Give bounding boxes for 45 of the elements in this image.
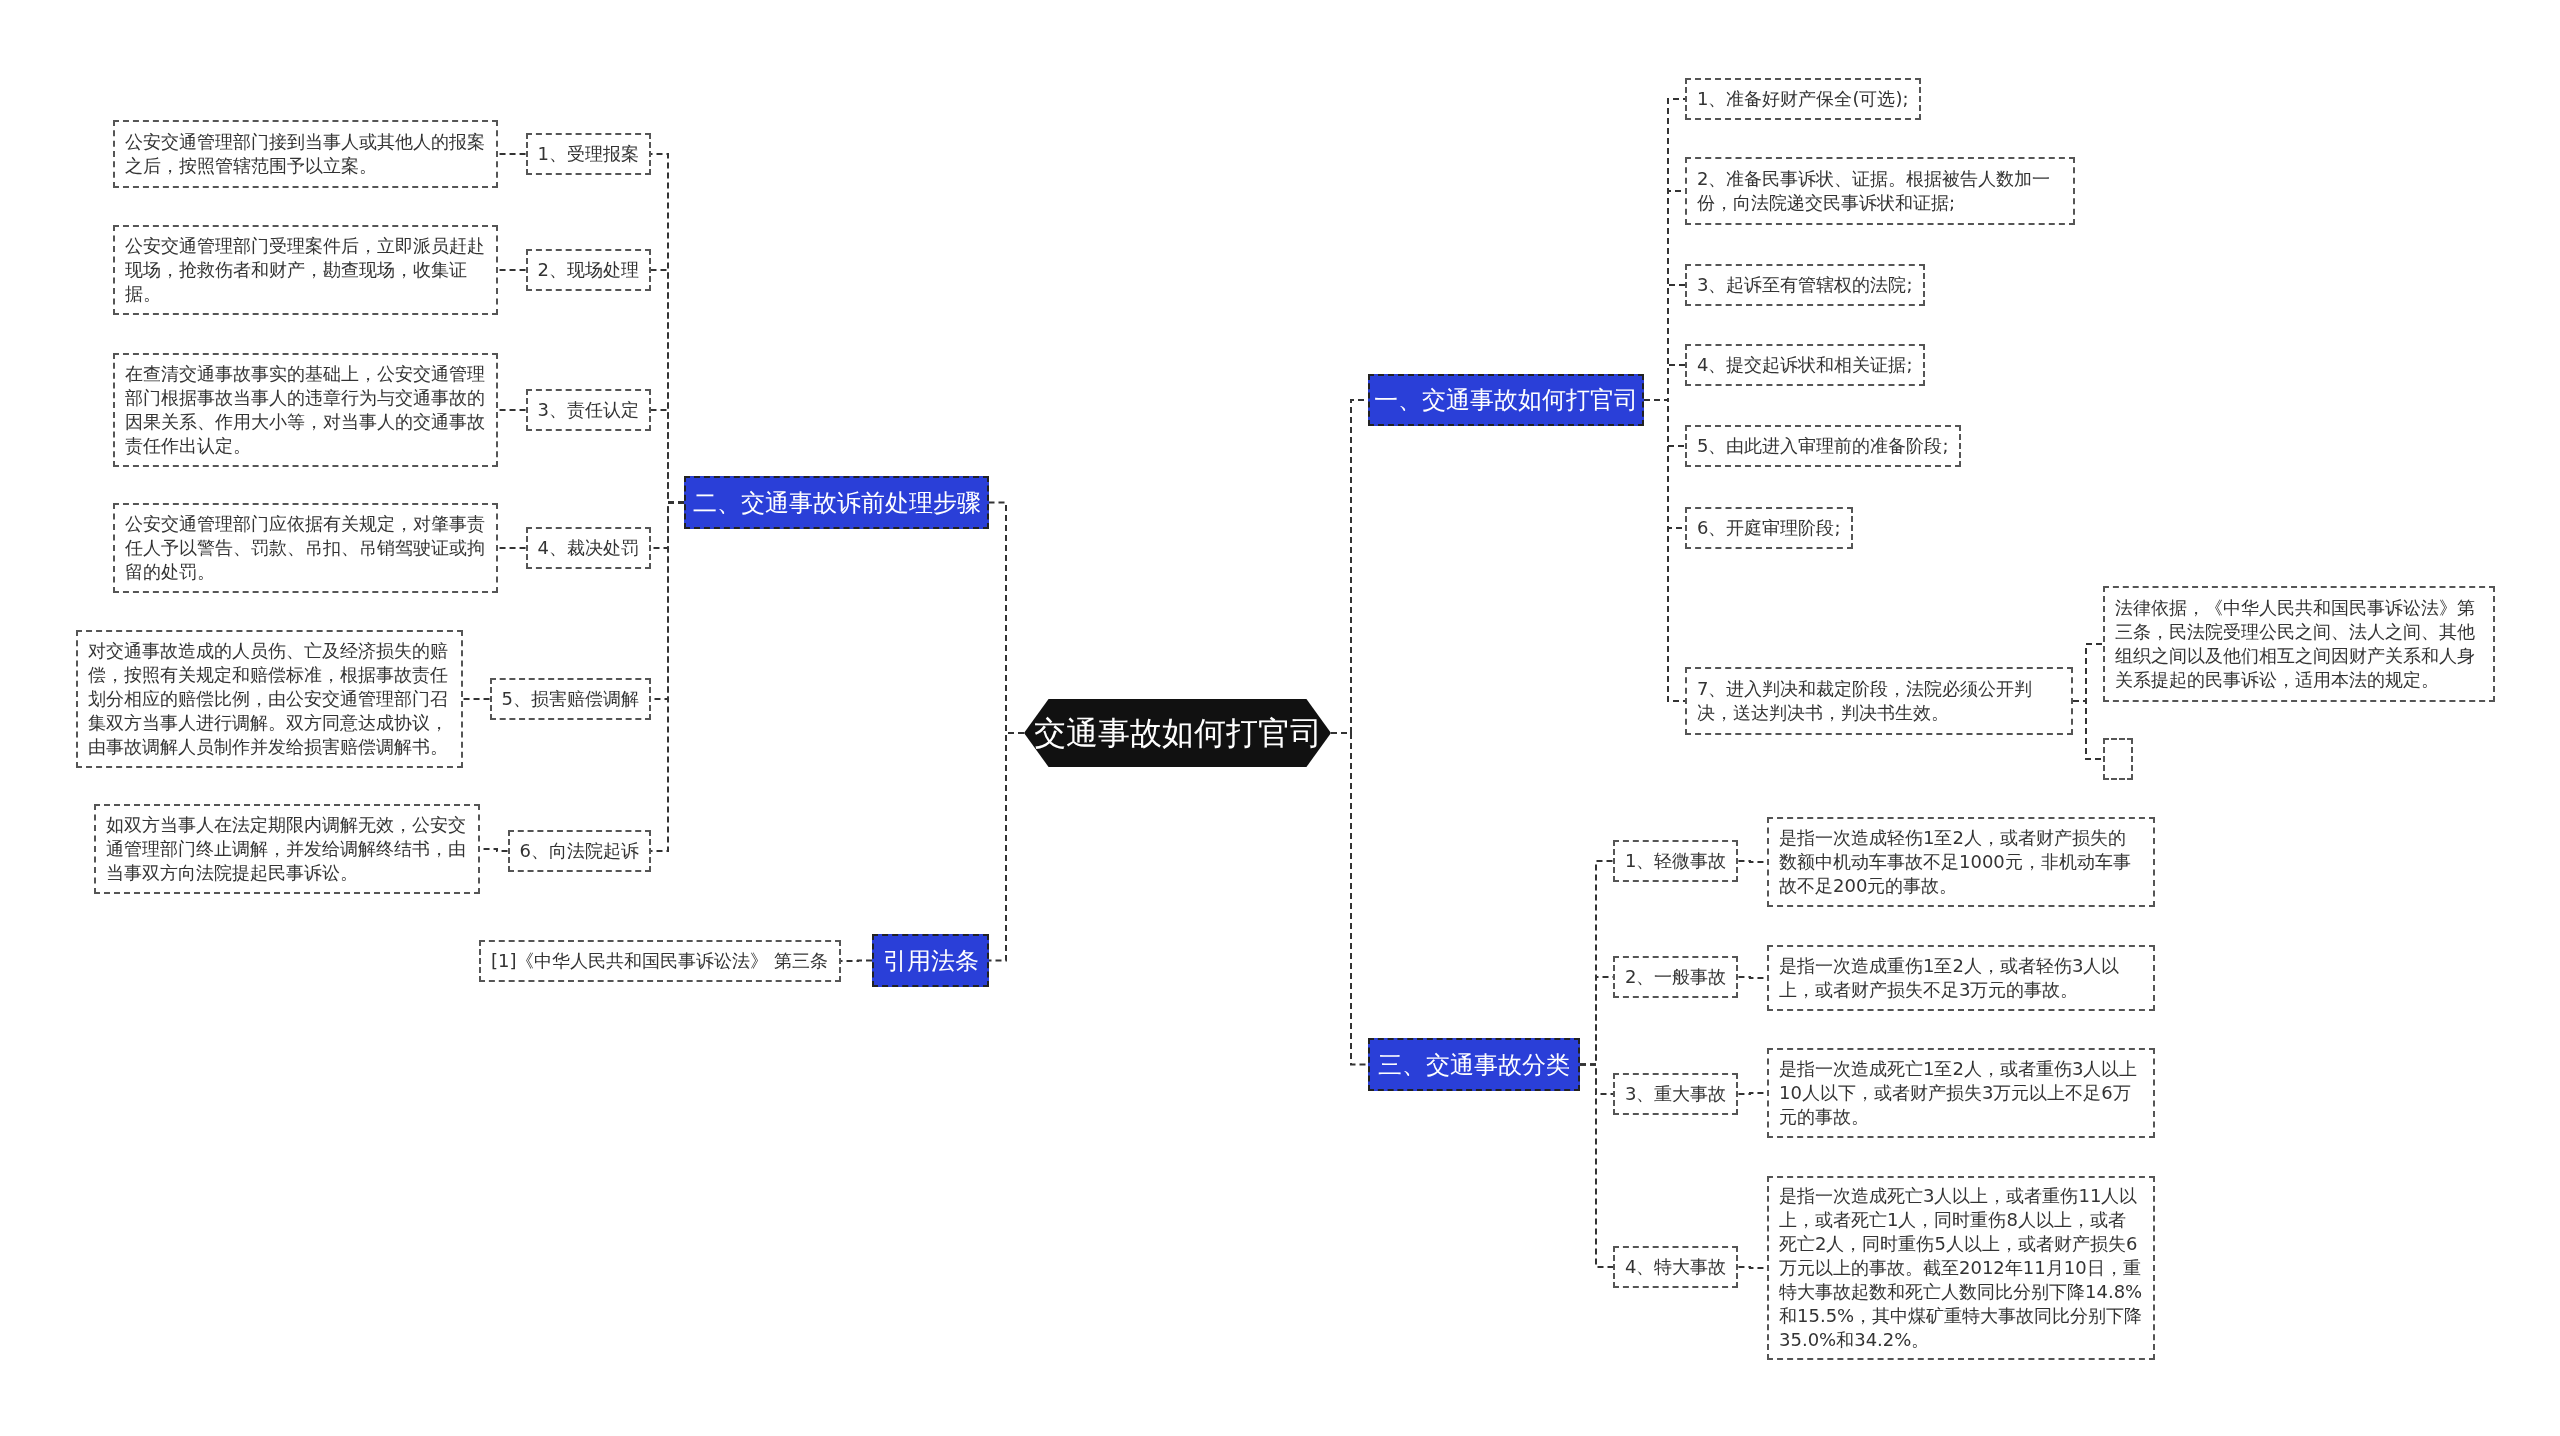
subtopic-box: 1、准备好财产保全(可选);	[1685, 78, 1921, 120]
subtopic-box: 2、现场处理	[525, 249, 651, 291]
connector-line	[497, 409, 527, 411]
connector-line	[497, 269, 527, 271]
subtopic-box: 5、由此进入审理前的准备阶段;	[1685, 425, 1961, 467]
subtopic-box: 2、准备民事诉状、证据。根据被告人数加一份，向法院递交民事诉状和证据;	[1685, 157, 2075, 225]
subtopic-box: 公安交通管理部门接到当事人或其他人的报案之后，按照管辖范围予以立案。	[113, 120, 498, 188]
empty-box	[2103, 738, 2133, 780]
subtopic-box: 对交通事故造成的人员伤、亡及经济损失的赔偿，按照有关规定和赔偿标准，根据事故责任划分相应的赔偿比例，由公安交通管理部门召集双方当事人进行调解。双方同意达成协议，由事故调解人员制作并发给损害赔偿调解书。	[76, 630, 463, 768]
subtopic-box: 是指一次造成轻伤1至2人，或者财产损失的数额中机动车事故不足1000元，非机动车事故不足200元的事故。	[1767, 817, 2155, 907]
connector-line	[1643, 399, 1686, 702]
subtopic-box: 3、重大事故	[1613, 1073, 1739, 1115]
subtopic-box: 是指一次造成重伤1至2人，或者轻伤3人以上，或者财产损失不足3万元的事故。	[1767, 945, 2155, 1011]
subtopic-box: 如双方当事人在法定期限内调解无效，公安交通管理部门终止调解，并发给调解终结书，由当事双方向法院提起民事诉讼。	[94, 804, 480, 894]
subtopic-box: 法律依据，《中华人民共和国民事诉讼法》第三条，民法院受理公民之间、法人之间、其他组织之间以及他们相互之间因财产关系和人身关系提起的民事诉讼，适用本法的规定。	[2103, 586, 2495, 702]
topic-box: 一、交通事故如何打官司	[1368, 374, 1644, 426]
connector-line	[462, 698, 491, 700]
subtopic-box: 4、裁决处罚	[525, 527, 651, 569]
subtopic-box: 3、起诉至有管辖权的法院;	[1685, 264, 1925, 306]
subtopic-box: 公安交通管理部门应依据有关规定，对肇事责任人予以警告、罚款、吊扣、吊销驾驶证或拘留的处罚。	[113, 503, 498, 593]
subtopic-box: 2、一般事故	[1613, 956, 1739, 998]
central-topic: 交通事故如何打官司	[1024, 699, 1331, 767]
subtopic-box: 在查清交通事故事实的基础上，公安交通管理部门根据事故当事人的违章行为与交通事故的因果关系、作用大小等，对当事人的交通事故责任作出认定。	[113, 353, 498, 467]
connector-line	[497, 153, 527, 155]
subtopic-box: 3、责任认定	[525, 389, 651, 431]
topic-box: 三、交通事故分类	[1368, 1038, 1580, 1091]
subtopic-box: 1、轻微事故	[1613, 840, 1739, 882]
subtopic-box: 5、损害赔偿调解	[489, 678, 651, 720]
subtopic-box: 是指一次造成死亡3人以上，或者重伤11人以上，或者死亡1人，同时重伤8人以上，或者死亡2人，同时重伤5人以上，或者财产损失6万元以上的事故。截至2012年11月10日，重特大事故起数和死亡人数同比分别下降14.8%和15.5%，其中煤矿重特大事故同比分别下降35.0%和34.2%。	[1767, 1176, 2155, 1360]
connector-line	[1579, 1063, 1614, 1268]
subtopic-box: 1、受理报案	[525, 133, 651, 175]
subtopic-box: 是指一次造成死亡1至2人，或者重伤3人以上10人以下，或者财产损失3万元以上不足6万元的事故。	[1767, 1048, 2155, 1138]
topic-box: 二、交通事故诉前处理步骤	[684, 476, 989, 529]
subtopic-box: 7、进入判决和裁定阶段，法院必须公开判决，送达判决书，判决书生效。	[1685, 667, 2073, 735]
subtopic-box: 4、特大事故	[1613, 1246, 1739, 1288]
topic-box: 引用法条	[872, 934, 989, 987]
subtopic-box: 6、向法院起诉	[507, 830, 651, 872]
subtopic-box: 公安交通管理部门受理案件后，立即派员赶赴现场，抢救伤者和财产，勘查现场，收集证据。	[113, 225, 498, 315]
connector-line	[2072, 700, 2104, 760]
subtopic-box: [1]《中华人民共和国民事诉讼法》 第三条	[479, 940, 841, 982]
connector-line	[1330, 732, 1369, 1066]
subtopic-box: 6、开庭审理阶段;	[1685, 507, 1853, 549]
connector-line	[497, 547, 527, 549]
subtopic-box: 4、提交起诉状和相关证据;	[1685, 344, 1925, 386]
connector-line	[988, 732, 1025, 962]
